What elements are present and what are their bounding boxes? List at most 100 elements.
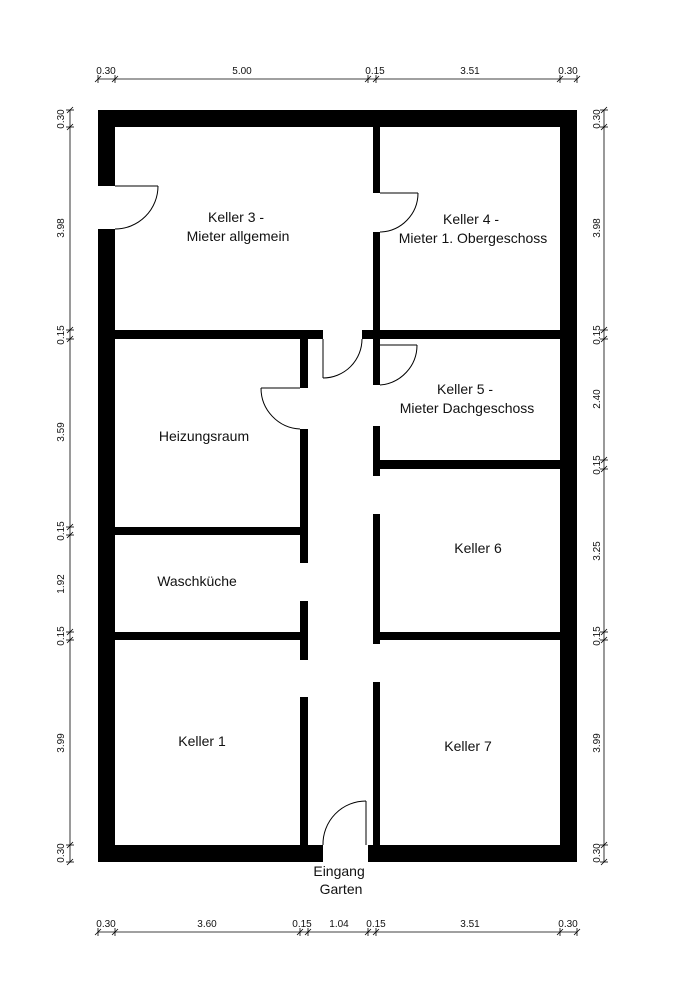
dim-left-5: 0.15 — [56, 521, 67, 541]
dimension-tick — [94, 75, 102, 83]
room-keller4-label: Keller 4 - Mieter 1. Obergeschoss — [399, 211, 548, 246]
dim-bottom-6: 3.51 — [460, 919, 480, 930]
room-waschkueche-label: Waschküche — [157, 573, 237, 589]
dimension-tick — [372, 75, 380, 83]
door-keller3 — [322, 338, 363, 379]
wall-wasch-bottom — [115, 632, 307, 640]
dimension-tick — [66, 858, 74, 866]
dimension-tick — [600, 841, 608, 849]
dim-right-1: 0.30 — [592, 109, 603, 129]
dimension-top: 0.30 5.00 0.15 3.51 0.30 — [94, 66, 581, 83]
room-keller5-label: Keller 5 - Mieter Dachgeschoss — [400, 381, 535, 416]
room-keller3-label: Keller 3 - Mieter allgemein — [187, 209, 290, 244]
door-exterior-left — [114, 185, 159, 230]
wall-heizung-bottom — [115, 527, 307, 535]
dimension-tick — [364, 75, 372, 83]
dim-left-2: 3.98 — [56, 218, 67, 238]
dim-top-3: 0.15 — [365, 66, 385, 77]
dim-right-2: 3.98 — [592, 218, 603, 238]
wall-k4-bottom — [362, 330, 560, 339]
dim-left-1: 0.30 — [56, 109, 67, 129]
dim-top-4: 3.51 — [460, 66, 480, 77]
wall-right — [560, 110, 577, 862]
dimension-tick — [94, 928, 102, 936]
dimension-tick — [573, 928, 581, 936]
dim-bottom-3: 0.15 — [292, 919, 312, 930]
wall-corridor-right-4 — [373, 682, 380, 845]
dimension-tick — [66, 531, 74, 539]
dimension-tick — [600, 123, 608, 131]
dimension-tick — [304, 928, 312, 936]
dimension-tick — [364, 928, 372, 936]
dim-left-9: 0.30 — [56, 843, 67, 863]
dimension-tick — [66, 636, 74, 644]
dim-right-6: 3.25 — [592, 541, 603, 561]
wall-corridor-left-3 — [300, 601, 308, 660]
dimension-left: 0.30 3.98 0.15 3.59 0.15 1.92 0.15 3.99 … — [56, 106, 74, 866]
dimension-tick — [573, 75, 581, 83]
dimension-tick — [600, 858, 608, 866]
wall-k5-bottom — [373, 460, 560, 469]
dim-right-5: 0.15 — [592, 455, 603, 475]
dimension-tick — [600, 628, 608, 636]
dimension-tick — [600, 456, 608, 464]
door-entrance — [322, 800, 367, 846]
dimension-tick — [66, 326, 74, 334]
wall-bottom-left — [98, 845, 323, 862]
dim-left-3: 0.15 — [56, 325, 67, 345]
dimension-tick — [600, 465, 608, 473]
wall-corridor-left-4 — [300, 697, 308, 845]
dim-left-8: 3.99 — [56, 733, 67, 753]
dim-top-5: 0.30 — [558, 66, 578, 77]
dimension-right: 0.30 3.98 0.15 2.40 0.15 3.25 0.15 3.99 … — [592, 106, 608, 866]
dim-top-2: 5.00 — [232, 66, 252, 77]
dimension-tick — [66, 523, 74, 531]
dim-right-7: 0.15 — [592, 626, 603, 646]
dimension-tick — [600, 106, 608, 114]
dim-bottom-2: 3.60 — [197, 919, 217, 930]
room-heizung-label: Heizungsraum — [159, 428, 249, 444]
wall-corridor-right-2 — [373, 426, 380, 476]
outer-walls — [98, 110, 577, 862]
entrance-label: Eingang Garten — [313, 863, 368, 897]
dimension-tick — [66, 123, 74, 131]
wall-k3-bottom — [115, 330, 323, 339]
dim-bottom-4: 1.04 — [329, 919, 349, 930]
dimension-tick — [556, 75, 564, 83]
wall-corridor-left-2 — [300, 429, 308, 563]
wall-left-upper — [98, 110, 115, 186]
dimension-tick — [372, 928, 380, 936]
dimension-tick — [600, 335, 608, 343]
dimension-tick — [296, 928, 304, 936]
dimension-tick — [66, 628, 74, 636]
dim-left-4: 3.59 — [56, 422, 67, 442]
dimension-tick — [556, 928, 564, 936]
room-keller6-label: Keller 6 — [454, 540, 502, 556]
dim-left-7: 0.15 — [56, 626, 67, 646]
dim-left-6: 1.92 — [56, 574, 67, 594]
dimension-tick — [66, 106, 74, 114]
wall-left-lower — [98, 229, 115, 862]
dim-bottom-1: 0.30 — [96, 919, 116, 930]
wall-corridor-left-1 — [300, 339, 308, 388]
wall-k3-k4-lower — [373, 232, 380, 332]
room-keller1-label: Keller 1 — [178, 733, 226, 749]
wall-corridor-right-1 — [373, 339, 380, 385]
dimension-bottom: 0.30 3.60 0.15 1.04 0.15 3.51 0.30 — [94, 919, 581, 936]
door-keller5 — [379, 344, 418, 386]
wall-corridor-right-3 — [373, 514, 380, 644]
dim-right-4: 2.40 — [592, 389, 603, 409]
dimension-tick — [111, 928, 119, 936]
door-keller4 — [379, 192, 419, 233]
door-heizung — [260, 387, 301, 430]
dimension-tick — [600, 326, 608, 334]
wall-k3-k4-upper — [373, 127, 380, 193]
doors — [114, 185, 419, 846]
room-labels: Keller 3 - Mieter allgemein Keller 4 - M… — [157, 209, 547, 897]
dim-right-8: 3.99 — [592, 733, 603, 753]
dimension-tick — [111, 75, 119, 83]
dim-right-9: 0.30 — [592, 843, 603, 863]
dimension-tick — [600, 636, 608, 644]
interior-walls — [115, 127, 560, 845]
